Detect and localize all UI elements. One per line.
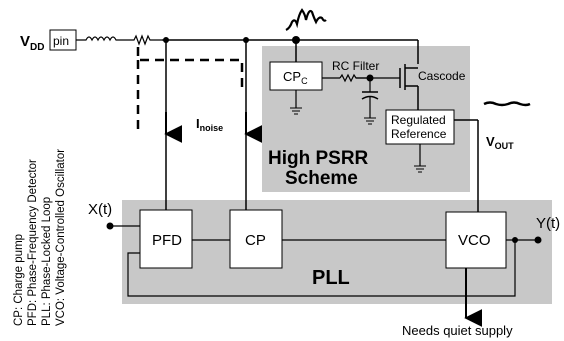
needs-quiet-label: Needs quiet supply xyxy=(402,323,513,338)
vco-label: VCO xyxy=(458,232,491,249)
inductor-symbol xyxy=(76,36,124,42)
output-label: Y(t) xyxy=(536,215,560,232)
vco-box xyxy=(445,211,507,269)
ground-symbol-regulated xyxy=(414,165,426,173)
noise-path-dashed xyxy=(136,47,244,90)
legend-item-cp: CP: Charge pump xyxy=(13,234,25,326)
rc-resistor-symbol xyxy=(339,73,370,83)
input-terminal-dot xyxy=(106,222,114,230)
regulated-label-line2: Reference xyxy=(391,127,447,141)
input-label: X(t) xyxy=(88,201,112,218)
psrr-title-line1: High PSRR xyxy=(268,148,369,169)
legend: CP: Charge pump PFD: Phase-Frequency Det… xyxy=(13,149,67,326)
pfd-label: PFD xyxy=(152,232,182,249)
output-terminal-dot xyxy=(534,236,542,244)
resistor-symbol xyxy=(124,34,162,46)
cp-label: CP xyxy=(245,232,266,249)
rc-filter-label: RC Filter xyxy=(332,59,379,73)
cp-box xyxy=(229,209,283,269)
vdd-label: VDD xyxy=(20,33,44,53)
legend-item-pfd: PFD: Phase-Frequency Detector xyxy=(27,159,39,326)
cascode-label: Cascode xyxy=(418,69,466,83)
regulated-reference-box xyxy=(385,109,455,145)
supply-noise-waveform xyxy=(285,8,327,31)
legend-item-vco: VCO: Voltage-Controlled Oscillator xyxy=(55,149,67,326)
pfd-box xyxy=(139,209,193,269)
feedback-loop-wire xyxy=(127,240,516,297)
vout-label: VOUT xyxy=(486,134,514,151)
pll-title: PLL xyxy=(312,267,350,289)
rc-cap-plate-bottom xyxy=(361,95,379,100)
ground-symbol-rc xyxy=(364,117,376,125)
inoise-label: Inoise xyxy=(196,116,223,133)
legend-item-pll: PLL: Phase-Locked Loop xyxy=(41,197,53,326)
pin-label: pin xyxy=(53,34,69,48)
psrr-title-line2: Scheme xyxy=(285,168,358,189)
regulated-label-line1: Regulated xyxy=(391,113,446,127)
cpc-label: CPC xyxy=(283,69,308,86)
vout-clean-waveform xyxy=(483,101,531,107)
ground-symbol-cpc xyxy=(290,107,302,115)
